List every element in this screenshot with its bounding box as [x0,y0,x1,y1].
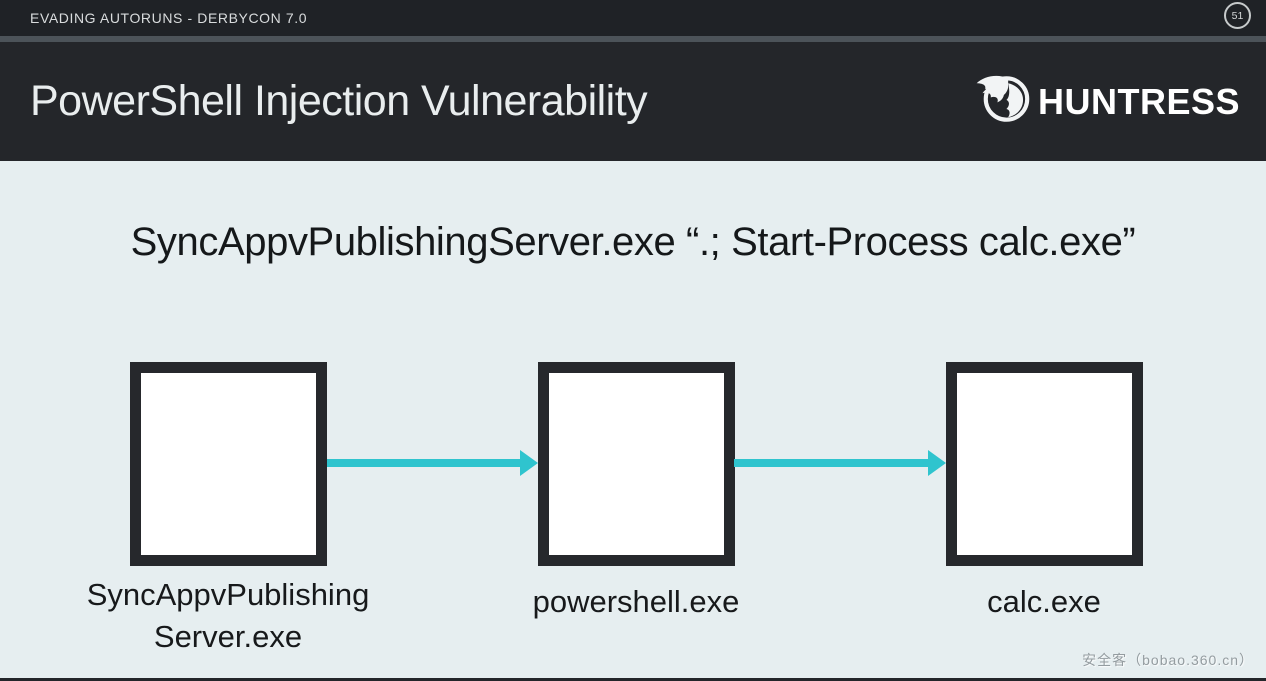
page-number-badge: 51 [1224,2,1251,29]
arrow-head-icon [520,450,538,476]
bottom-edge-bar [0,678,1266,681]
slide-title: PowerShell Injection Vulnerability [30,77,648,125]
flow-node-syncappvpublishingserver [130,362,327,566]
huntress-logo: HUNTRESS [975,73,1240,130]
flow-arrow-powershell-to-calc [734,450,946,476]
flow-arrow-syncappv-to-powershell [327,450,538,476]
site-watermark: 安全客（bobao.360.cn） [1082,652,1254,668]
flow-node-label-syncappvpublishingserver: SyncAppvPublishing Server.exe [28,574,428,658]
label-line: Server.exe [153,619,303,654]
huntress-logo-text: HUNTRESS [1037,80,1240,122]
command-text: SyncAppvPublishingServer.exe “.; Start-P… [130,220,1136,264]
flow-node-calc [946,362,1143,566]
label-line: powershell.exe [532,584,740,619]
label-line: SyncAppvPublishing [86,577,370,612]
flow-node-powershell [538,362,735,566]
huntress-artemis-icon [975,73,1033,130]
arrow-head-icon [928,450,946,476]
top-bar: EVADING AUTORUNS - DERBYCON 7.0 51 [0,0,1266,36]
flow-node-label-calc: calc.exe [894,581,1194,623]
arrow-shaft [327,459,522,467]
accent-divider [0,36,1266,42]
label-line: calc.exe [987,584,1101,619]
slide-header: PowerShell Injection Vulnerability HUNTR… [0,42,1266,161]
deck-title: EVADING AUTORUNS - DERBYCON 7.0 [30,10,308,26]
flow-node-label-powershell: powershell.exe [486,581,786,623]
page-number: 51 [1231,9,1244,22]
arrow-shaft [734,459,930,467]
